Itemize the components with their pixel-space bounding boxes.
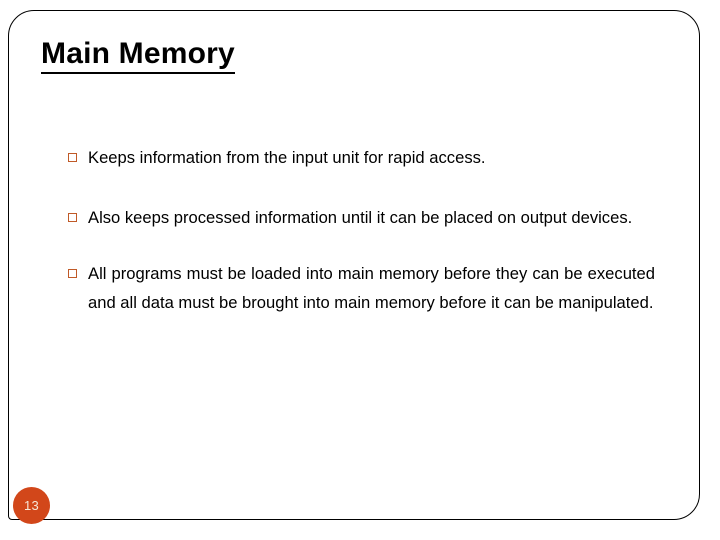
- list-item: Also keeps processed information until i…: [67, 204, 655, 233]
- page-number-text: 13: [23, 498, 40, 513]
- page-title-text: Main Memory: [41, 36, 235, 75]
- square-bullet-icon: [68, 269, 77, 278]
- list-item-text: Also keeps processed information until i…: [88, 207, 633, 227]
- page-number-badge: 13: [13, 487, 50, 524]
- page-title: Main Memory: [41, 36, 235, 75]
- list-item-text: Keeps information from the input unit fo…: [88, 148, 486, 167]
- bullet-list: Keeps information from the input unit fo…: [67, 144, 655, 317]
- square-bullet-icon: [68, 153, 77, 162]
- list-item-text: All programs must be loaded into main me…: [88, 264, 655, 312]
- list-item: Keeps information from the input unit fo…: [67, 144, 655, 173]
- list-item: All programs must be loaded into main me…: [67, 260, 655, 317]
- square-bullet-icon: [68, 212, 77, 222]
